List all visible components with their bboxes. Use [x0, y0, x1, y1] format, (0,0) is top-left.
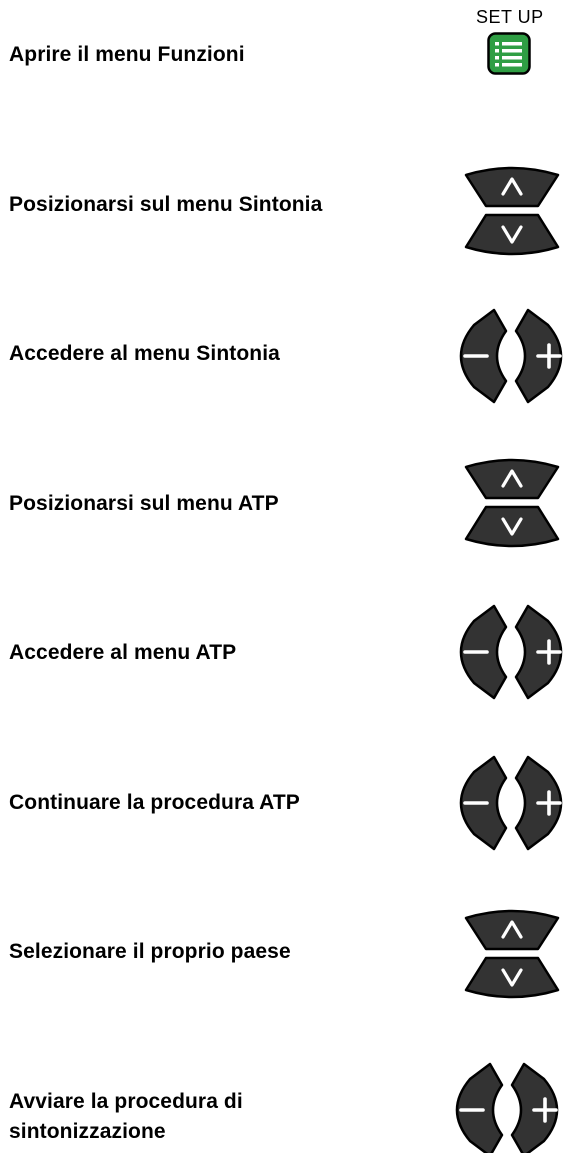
step-enter-tuning-menu: Accedere al menu Sintonia — [0, 308, 577, 460]
step-select-country: Selezionare il proprio paese — [0, 909, 577, 1060]
setup-menu-icon[interactable] — [486, 31, 534, 77]
step-instruction: Avviare la procedura di sintonizzazione — [9, 1090, 243, 1143]
minus-plus-buttons-icon[interactable] — [442, 1062, 573, 1153]
step-instruction: Accedere al menu ATP — [9, 641, 237, 664]
step-instruction: Posizionarsi sul menu ATP — [9, 492, 279, 515]
setup-button-label: SET UP — [476, 7, 544, 27]
step-go-to-tuning-menu: Posizionarsi sul menu Sintonia — [0, 160, 577, 310]
step-instruction: Continuare la procedura ATP — [9, 791, 300, 814]
minus-plus-buttons-icon[interactable] — [446, 604, 577, 700]
step-instruction: Posizionarsi sul menu Sintonia — [9, 193, 323, 216]
step-open-functions-menu: Aprire il menu Funzioni SET UP — [0, 0, 577, 150]
step-instruction: Aprire il menu Funzioni — [9, 43, 245, 66]
minus-plus-buttons-icon[interactable] — [446, 308, 577, 404]
step-instruction: Selezionare il proprio paese — [9, 940, 291, 963]
step-go-to-atp-menu: Posizionarsi sul menu ATP — [0, 458, 577, 610]
step-continue-atp: Continuare la procedura ATP — [0, 755, 577, 910]
up-down-buttons-icon[interactable] — [462, 455, 562, 551]
up-down-buttons-icon[interactable] — [462, 906, 562, 1002]
step-start-tuning: Avviare la procedura di sintonizzazione — [0, 1060, 577, 1153]
up-down-buttons-icon[interactable] — [462, 163, 562, 259]
step-instruction: Accedere al menu Sintonia — [9, 342, 280, 365]
minus-plus-buttons-icon[interactable] — [446, 755, 577, 851]
step-enter-atp-menu: Accedere al menu ATP — [0, 604, 577, 760]
